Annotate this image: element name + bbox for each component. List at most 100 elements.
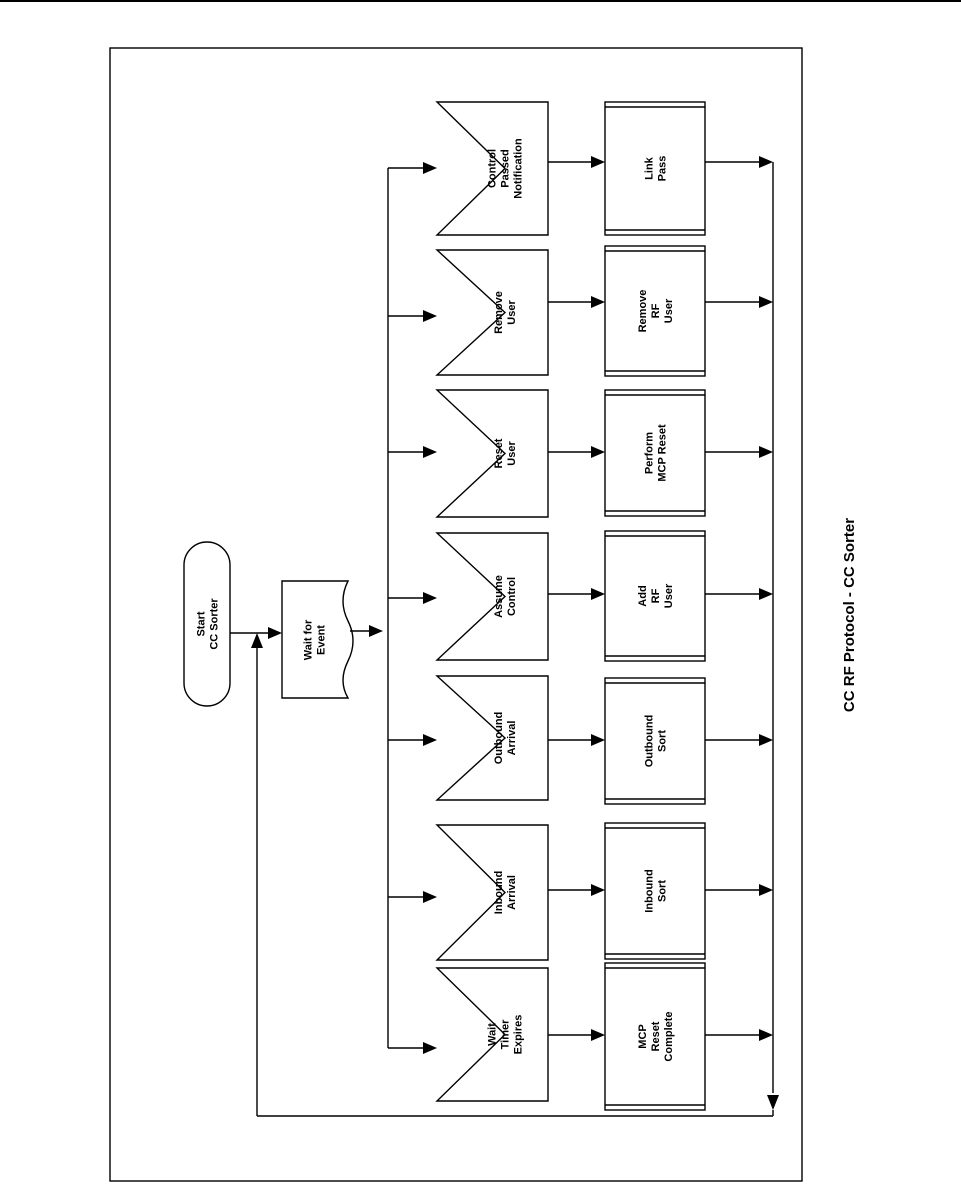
action-label: RemoveRFUser xyxy=(637,290,675,333)
action-box xyxy=(604,677,706,805)
label-line: Wait for xyxy=(303,619,315,660)
start-terminator: StartCC Sorter xyxy=(183,541,231,707)
label-line: Pass xyxy=(657,156,669,182)
arrow-wait-to-bus xyxy=(369,625,383,637)
action-label: OutboundSort xyxy=(644,715,669,768)
arrow-bus-to-event xyxy=(423,162,437,174)
label-line: Add xyxy=(637,585,649,606)
label-line: Event xyxy=(316,625,328,655)
label-line: Inbound xyxy=(644,869,656,912)
label-line: MCP xyxy=(637,1024,649,1048)
action-label: LinkPass xyxy=(644,156,669,182)
action-label: PerformMCP Reset xyxy=(644,424,669,482)
arrow-action-to-collector xyxy=(759,296,773,308)
action-label: MCPResetComplete xyxy=(637,1011,675,1061)
arrow-bus-to-event xyxy=(423,1042,437,1054)
label-line: Complete xyxy=(663,1011,675,1061)
arrow-event-to-action xyxy=(591,296,605,308)
label-line: Outbound xyxy=(493,712,505,765)
label-line: Passed xyxy=(500,149,512,188)
arrow-bus-to-event xyxy=(423,891,437,903)
arrow-bus-to-event xyxy=(423,592,437,604)
arrow-event-to-action xyxy=(591,156,605,168)
label-line: Wait xyxy=(487,1023,499,1046)
label-line: Reset xyxy=(493,438,505,468)
label-line: Assume xyxy=(493,575,505,618)
action-label: AddRFUser xyxy=(637,583,675,608)
branch-7: ControlPassedNotification LinkPass xyxy=(388,101,773,236)
label-line: Control xyxy=(506,577,518,616)
event-label: AssumeControl xyxy=(493,575,518,618)
event-shape xyxy=(435,389,549,518)
action-box xyxy=(604,822,706,960)
page-top-rule xyxy=(0,0,961,2)
label-line: Control xyxy=(487,149,499,188)
label-line: CC Sorter xyxy=(209,598,221,650)
event-label: ControlPassedNotification xyxy=(487,138,525,199)
arrow-event-to-action xyxy=(591,446,605,458)
arrow-bus-to-event xyxy=(423,310,437,322)
arrow-event-to-action xyxy=(591,884,605,896)
label-line: Sort xyxy=(657,730,669,752)
wait-for-event-label: Wait forEvent xyxy=(303,619,328,660)
arrow-bus-to-event xyxy=(423,734,437,746)
arrow-collector-down xyxy=(767,1095,779,1110)
label-line: RF xyxy=(650,588,662,603)
label-line: Sort xyxy=(657,880,669,902)
arrow-start-to-wait xyxy=(268,627,282,639)
label-line: Reset xyxy=(650,1021,662,1051)
diagram-frame xyxy=(109,47,803,1182)
label-line: User xyxy=(506,441,518,466)
label-line: Remove xyxy=(493,291,505,334)
label-line: Remove xyxy=(637,290,649,333)
diagram-title: CC RF Protocol - CC Sorter xyxy=(841,518,858,712)
branch-4: AssumeControl AddRFUser xyxy=(388,530,773,662)
action-box xyxy=(604,962,706,1111)
arrow-action-to-collector xyxy=(759,588,773,600)
event-shape xyxy=(435,532,549,661)
label-line: Outbound xyxy=(644,715,656,768)
arrow-action-to-collector xyxy=(759,156,773,168)
arrow-action-to-collector xyxy=(759,734,773,746)
label-line: Perform xyxy=(644,432,656,474)
arrow-action-to-collector xyxy=(759,446,773,458)
arrow-action-to-collector xyxy=(759,884,773,896)
event-label: InboundArrival xyxy=(493,871,518,914)
event-label: ResetUser xyxy=(493,438,518,468)
action-box xyxy=(604,389,706,517)
label-line: Timer xyxy=(500,1019,512,1049)
label-line: Arrival xyxy=(506,875,518,910)
action-box xyxy=(604,245,706,377)
label-line: Start xyxy=(196,611,208,636)
arrow-event-to-action xyxy=(591,588,605,600)
label-line: User xyxy=(663,583,675,608)
event-shape xyxy=(435,101,549,236)
action-label: InboundSort xyxy=(644,869,669,912)
action-box xyxy=(604,530,706,662)
label-line: User xyxy=(506,300,518,325)
event-shape xyxy=(435,967,549,1102)
arrow-action-to-collector xyxy=(759,1029,773,1041)
event-shape xyxy=(435,675,549,801)
arrow-event-to-action xyxy=(591,734,605,746)
event-label: WaitTimerExpires xyxy=(487,1015,525,1055)
label-line: Expires xyxy=(513,1015,525,1055)
label-line: Link xyxy=(644,156,656,179)
label-line: Inbound xyxy=(493,871,505,914)
label-line: Notification xyxy=(513,138,525,199)
wait-for-event-box: Wait forEvent xyxy=(281,580,354,699)
label-line: User xyxy=(663,298,675,323)
label-line: MCP Reset xyxy=(657,424,669,482)
event-label: OutboundArrival xyxy=(493,712,518,765)
branch-5: ResetUser PerformMCP Reset xyxy=(388,389,773,518)
label-line: RF xyxy=(650,303,662,318)
action-box xyxy=(604,101,706,236)
label-line: Arrival xyxy=(506,721,518,756)
arrow-event-to-action xyxy=(591,1029,605,1041)
event-label: RemoveUser xyxy=(493,291,518,334)
